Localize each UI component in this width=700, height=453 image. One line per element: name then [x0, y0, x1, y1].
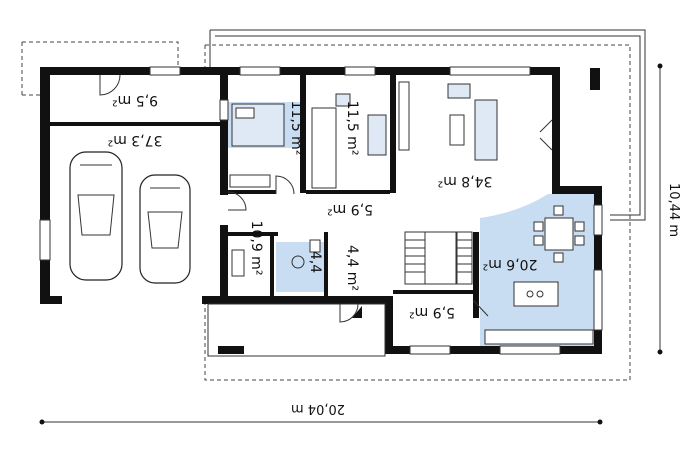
window-dining [593, 204, 603, 236]
sofa-living [474, 99, 498, 161]
width-label: 20,04 m [291, 401, 345, 416]
wall-garage-house [220, 75, 228, 195]
car-left [69, 151, 123, 281]
window-storage [219, 99, 229, 121]
area-bedroom: 11,5 m² [288, 101, 304, 156]
door-entrance [339, 303, 359, 323]
area-living: 34,8 m² [438, 173, 493, 189]
toilet-icon [291, 255, 305, 269]
area-storage: 9,5 m² [112, 92, 158, 108]
area-utility: 10,9 m² [248, 221, 264, 276]
wall-storage [50, 122, 222, 126]
armchair [447, 83, 471, 99]
wall-east-upper [552, 67, 560, 192]
door-pantry [472, 299, 489, 317]
window-bedroom [239, 66, 281, 76]
wall-south-middle [202, 296, 388, 304]
area-vestibule: 4,4 m² [344, 245, 360, 291]
door-bedroom [275, 175, 295, 195]
depth-label: 10,44 m [666, 183, 681, 237]
window-study [344, 66, 376, 76]
wall-utility-north [228, 232, 278, 236]
wall-east-lower [594, 186, 602, 352]
roof-outline [21, 41, 631, 381]
area-hall: 5,9 m² [327, 201, 373, 217]
dining-set [533, 205, 585, 263]
washer [231, 249, 245, 277]
kitchen-counter [484, 329, 594, 345]
sink-wc [309, 239, 321, 253]
dimension-width [39, 419, 603, 425]
window-garage-west [39, 219, 51, 261]
hob-icon [526, 290, 534, 298]
staircase [404, 231, 473, 285]
porch-post [218, 346, 244, 354]
wall-west [40, 67, 50, 304]
door-terrace [539, 119, 553, 151]
chair-study [335, 93, 351, 107]
porch [207, 303, 386, 357]
window-kitchen-east [593, 269, 603, 331]
wall-pantry-west [385, 296, 393, 354]
wall-pantry-north [393, 290, 473, 294]
area-garage: 37,3 m² [108, 132, 163, 148]
door-hall [227, 191, 247, 211]
wall-south-garage-left [40, 296, 62, 304]
window-pantry [409, 345, 451, 355]
wall-wc-vest [324, 232, 328, 302]
wall-bed-study [300, 75, 306, 193]
wall-garage-house-lower [220, 225, 228, 304]
area-kitchen: 20,6 m² [483, 256, 538, 272]
kitchen-island [513, 281, 559, 307]
wall-north-house [222, 67, 560, 75]
window-kitchen-south [499, 345, 561, 355]
area-study: 11,5 m² [344, 101, 360, 156]
hob-icon-2 [536, 290, 544, 298]
wall-study-south [306, 190, 390, 194]
pillow-icon [235, 107, 255, 119]
wall-bed-south [228, 190, 276, 194]
wall-east-step [552, 186, 602, 194]
window-living [449, 66, 531, 76]
shelf [311, 107, 337, 189]
wall-utility-wc [270, 232, 274, 302]
wall-north-garage [40, 67, 222, 75]
sofa-study [367, 114, 387, 156]
wardrobe [229, 174, 271, 188]
area-pantry: 5,9 m² [409, 304, 455, 320]
coffee-table [449, 114, 465, 146]
door-storage [99, 74, 121, 96]
wall-south-east [385, 346, 602, 354]
car-right [139, 174, 191, 284]
area-wc: 4,4 [307, 251, 323, 273]
fireplace [590, 68, 600, 90]
wall-study-living [390, 75, 396, 193]
terrace-outline [209, 29, 646, 221]
tv-cabinet [398, 81, 410, 151]
window-garage-north [149, 66, 181, 76]
dimension-depth [657, 63, 663, 355]
wall-pantry-kitchen [473, 232, 479, 318]
